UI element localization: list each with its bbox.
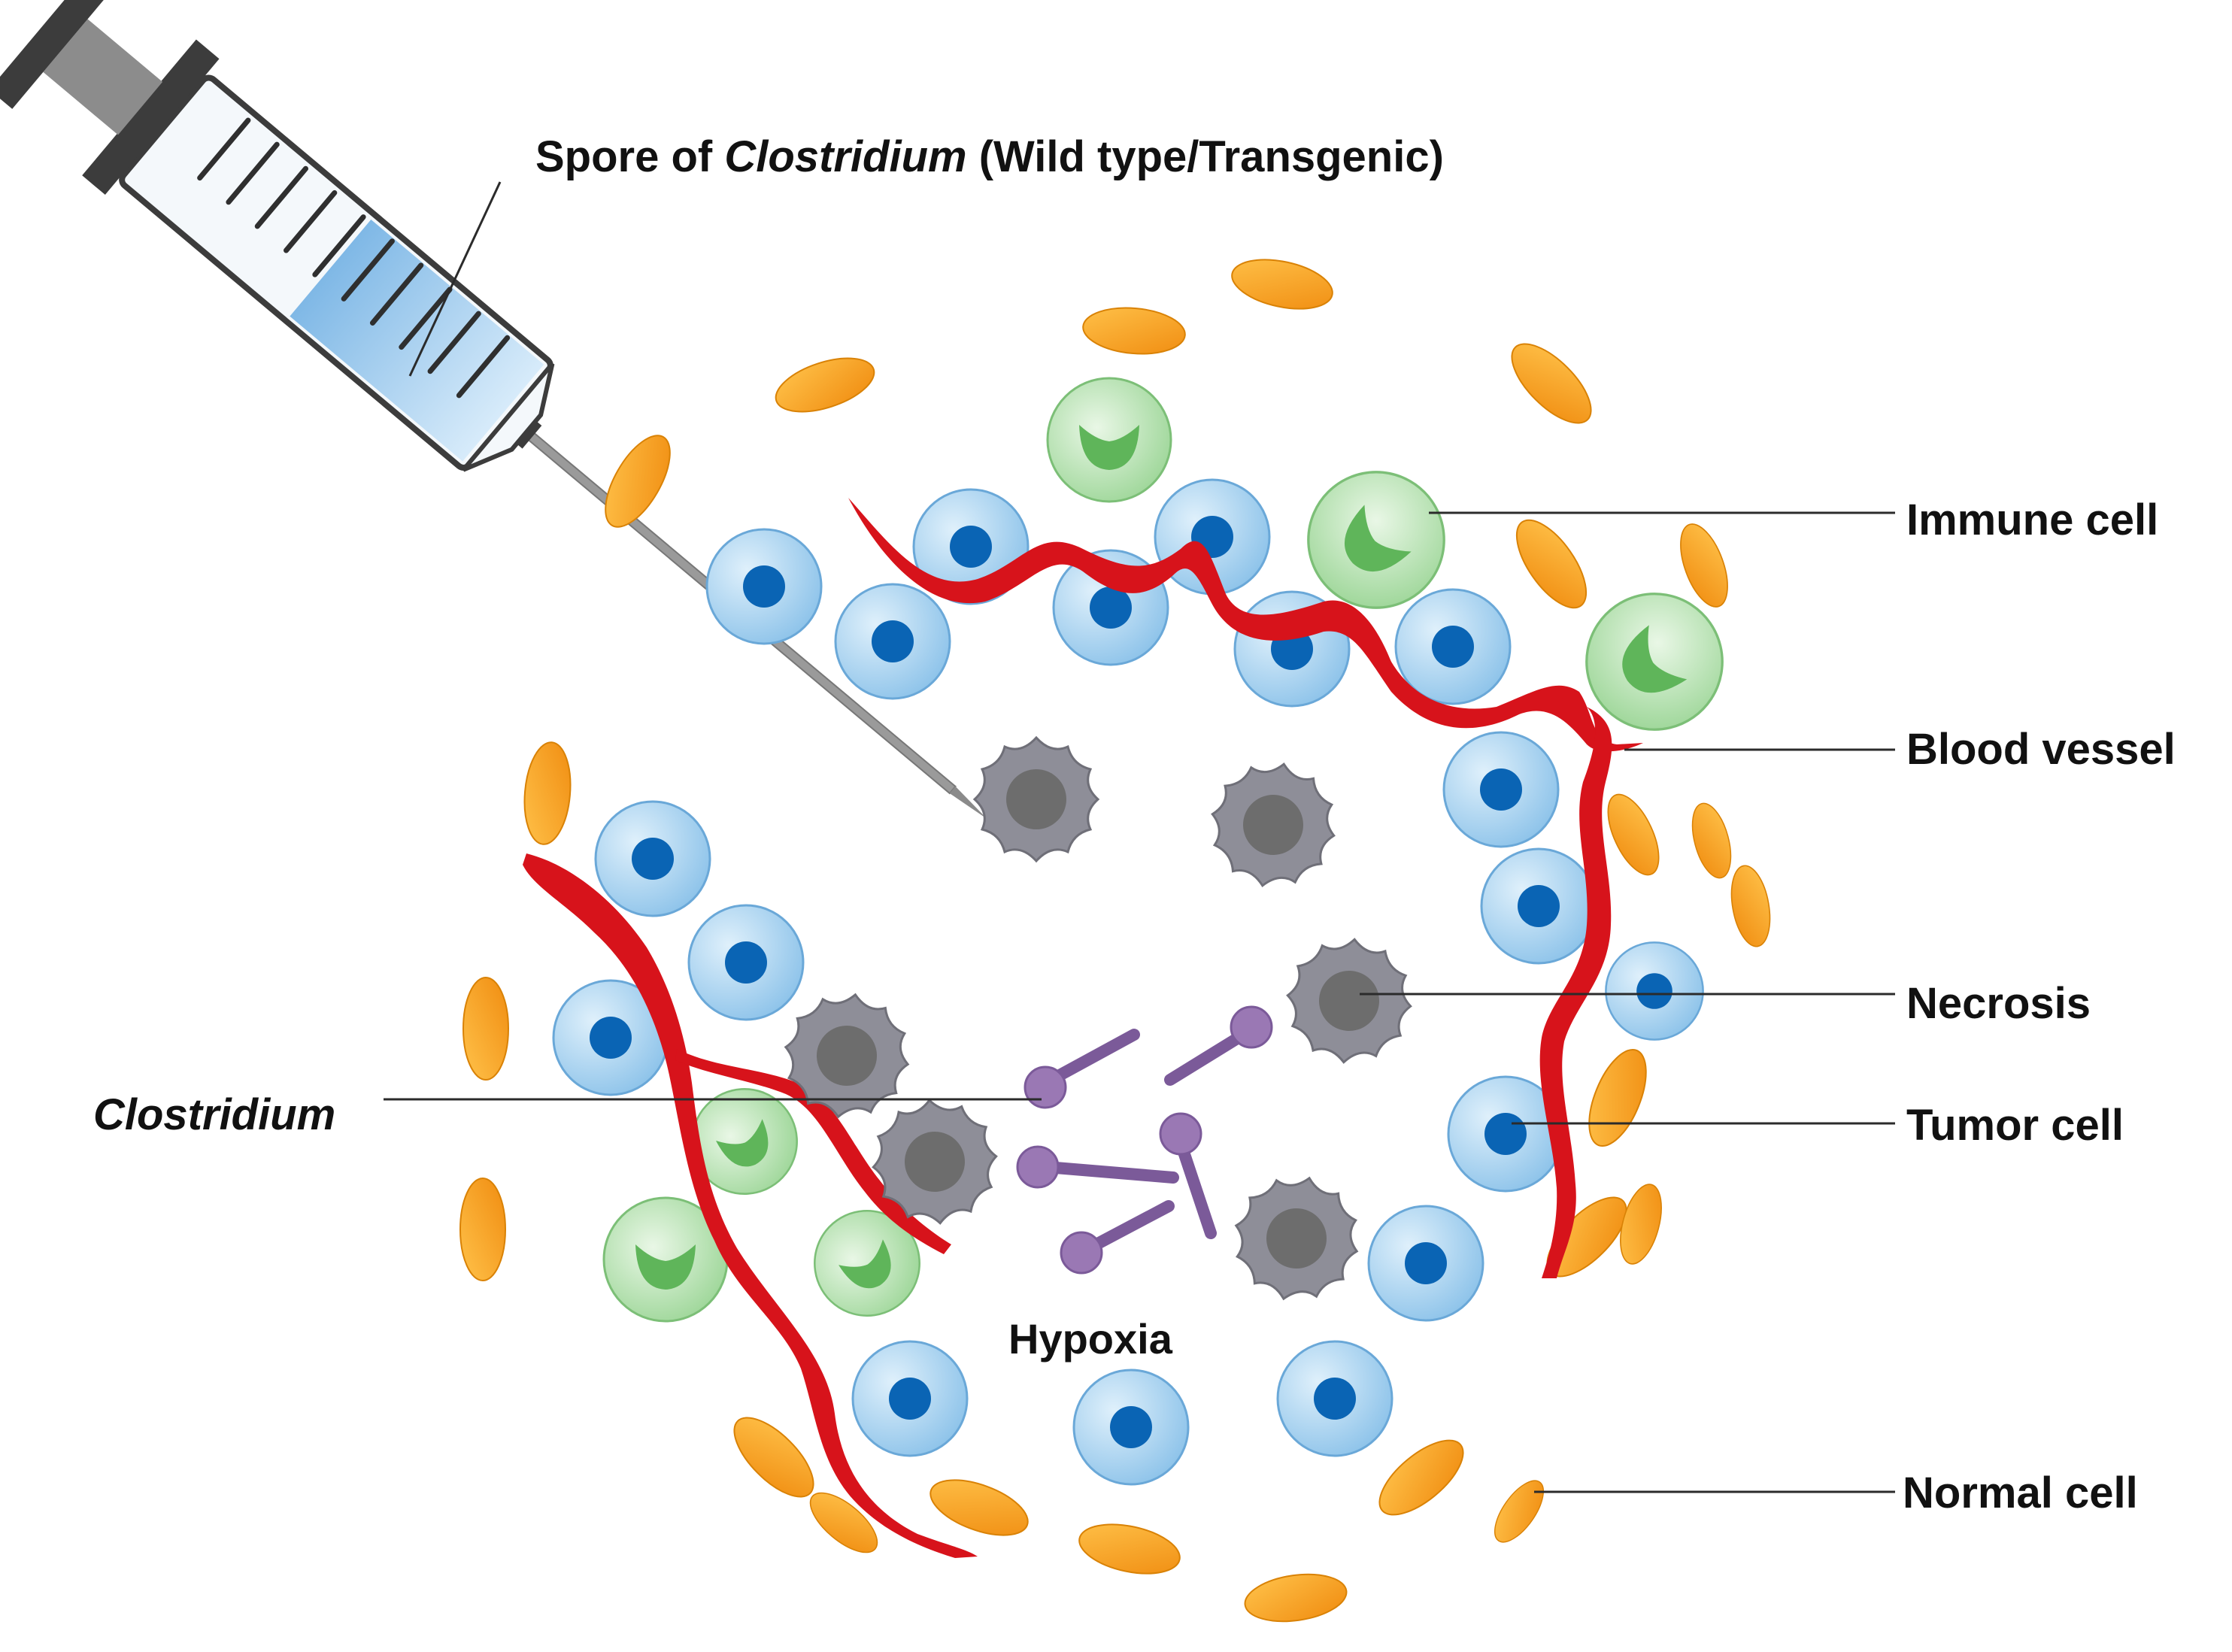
tumor-cell-icon: [1605, 941, 1704, 1041]
hypoxia-label: Hypoxia: [1008, 1315, 1173, 1363]
blood-vessel-label: Blood vessel: [1906, 725, 2176, 774]
tumor-cell-icon: [1480, 847, 1597, 965]
normal-cell-icon: [1080, 303, 1188, 359]
normal-cell-icon: [1484, 1472, 1554, 1550]
clostridium-bacterium-icon: [1024, 1029, 1140, 1109]
normal-cell-icon: [1241, 1567, 1351, 1629]
normal-cell-icon: [1503, 508, 1600, 620]
necrotic-cell-icon: [973, 736, 1099, 862]
spore-label: Spore of Clostridium (Wild type/Transgen…: [535, 132, 1444, 181]
tumor-cell-icon: [834, 583, 951, 700]
normal-cell-label: Normal cell: [1903, 1469, 2138, 1517]
tumor-cell-icon: [1367, 1205, 1484, 1322]
spore-leader-line: [408, 181, 502, 377]
necrotic-cell-icon: [1281, 932, 1418, 1069]
normal-cell-icon: [1685, 799, 1739, 883]
normal-cell-icon: [520, 739, 575, 847]
necrotic-cell-icon: [775, 984, 918, 1127]
tumor-cell-icon: [1394, 588, 1512, 705]
tumor-cell-label: Tumor cell: [1906, 1101, 2124, 1150]
normal-cell-icon: [800, 1481, 887, 1564]
tumor-cell-icon: [594, 800, 711, 917]
clostridium-bacteria: [1016, 1005, 1273, 1275]
clostridium-bacterium-icon: [1164, 1005, 1273, 1086]
normal-cell-icon: [1074, 1515, 1185, 1583]
clostridium-bacterium-icon: [1016, 1145, 1179, 1189]
tumor-cell-icon: [705, 528, 823, 645]
necrotic-cell-icon: [1200, 752, 1346, 898]
necrotic-cell-icon: [1222, 1164, 1371, 1313]
leader-lines: [384, 181, 1895, 1493]
normal-cell-icon: [1597, 786, 1670, 884]
tumor-cell-icon: [1276, 1340, 1393, 1457]
normal-cell-icon: [1498, 330, 1605, 437]
tumor-cell-icon: [687, 904, 805, 1021]
clostridium-bacterium-icon: [1060, 1200, 1175, 1275]
normal-cell-icon: [720, 1404, 827, 1511]
immune-cell-label: Immune cell: [1906, 496, 2158, 544]
normal-cell-icon: [462, 977, 509, 1081]
normal-cell-icon: [769, 347, 881, 423]
tumor-cell-icon: [851, 1340, 969, 1457]
normal-cell-icon: [1725, 862, 1776, 950]
blood-vessel-icon: [523, 498, 1643, 1558]
normal-cell-icon: [922, 1468, 1036, 1547]
necrosis-label: Necrosis: [1906, 979, 2091, 1028]
immune-cell-icon: [1046, 377, 1172, 503]
normal-cell-icon: [1366, 1426, 1476, 1529]
tumor-cell-icon: [1442, 731, 1560, 848]
clostridium-bacterium-icon: [1159, 1112, 1217, 1239]
normal-cell-icon: [1576, 1041, 1659, 1155]
normal-cell-icon: [459, 1178, 506, 1281]
tumor-cell-icon: [1072, 1369, 1190, 1486]
clostridium-label: Clostridium: [93, 1090, 335, 1139]
normal-cell-icon: [1227, 250, 1338, 318]
